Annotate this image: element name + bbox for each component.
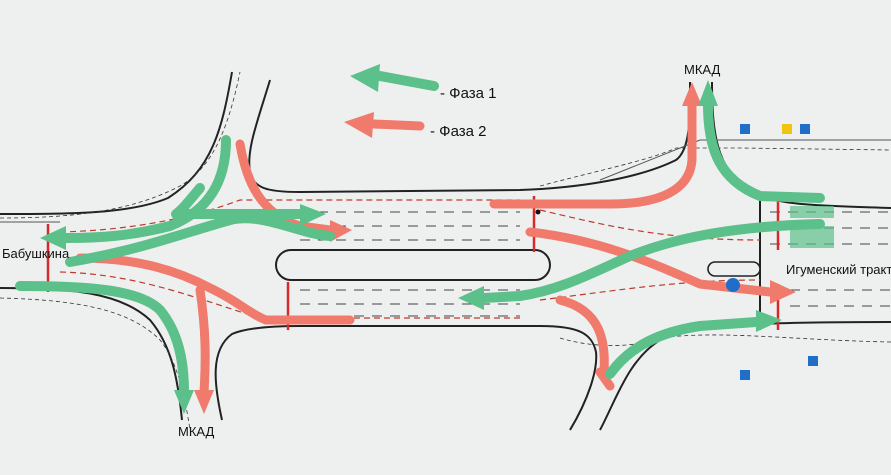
road-sign-icons [535,124,818,380]
sign-icon [808,356,818,366]
phase1-arrows [15,64,825,414]
right-island [707,261,761,277]
sign-icon [740,370,750,380]
sign-icon [782,124,792,134]
sign-icon [740,124,750,134]
phase2-arrows [75,82,796,414]
median-island [275,249,551,281]
label-mkad-top: МКАД [684,62,721,77]
sign-icon [535,209,541,215]
legend-phase2-label: - Фаза 2 [430,123,486,140]
sign-icon [800,124,810,134]
label-babushkina: Бабушкина [2,246,70,261]
legend-phase1-label: - Фаза 1 [440,85,496,102]
sign-icon [726,278,740,292]
right-lane-panels [790,206,834,248]
label-igumensky: Игуменский тракт [786,262,891,277]
label-mkad-bottom: МКАД [178,424,215,439]
legend: - Фаза 1 - Фаза 2 [430,85,496,140]
